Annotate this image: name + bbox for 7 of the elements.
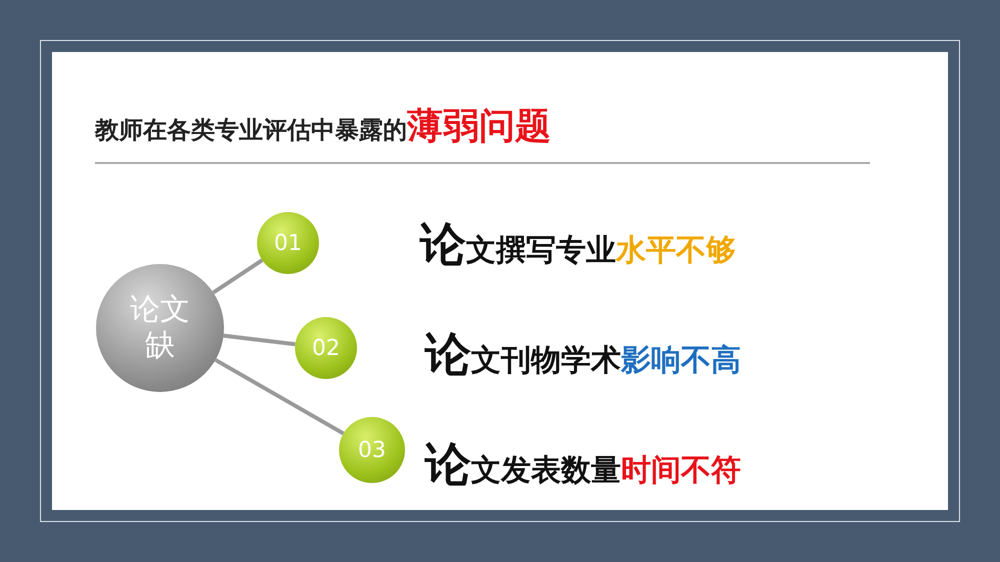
connector-line (212, 258, 264, 294)
connector-line (223, 334, 296, 346)
problem-text: 论文刊物学术影响不高 (425, 326, 741, 383)
connector-line (214, 358, 344, 436)
problem-text: 论文撰写专业水平不够 (420, 216, 736, 273)
problem-text: 论文发表数量时间不符 (425, 436, 741, 493)
slide-title: 教师在各类专业评估中暴露的薄弱问题 (95, 105, 551, 149)
